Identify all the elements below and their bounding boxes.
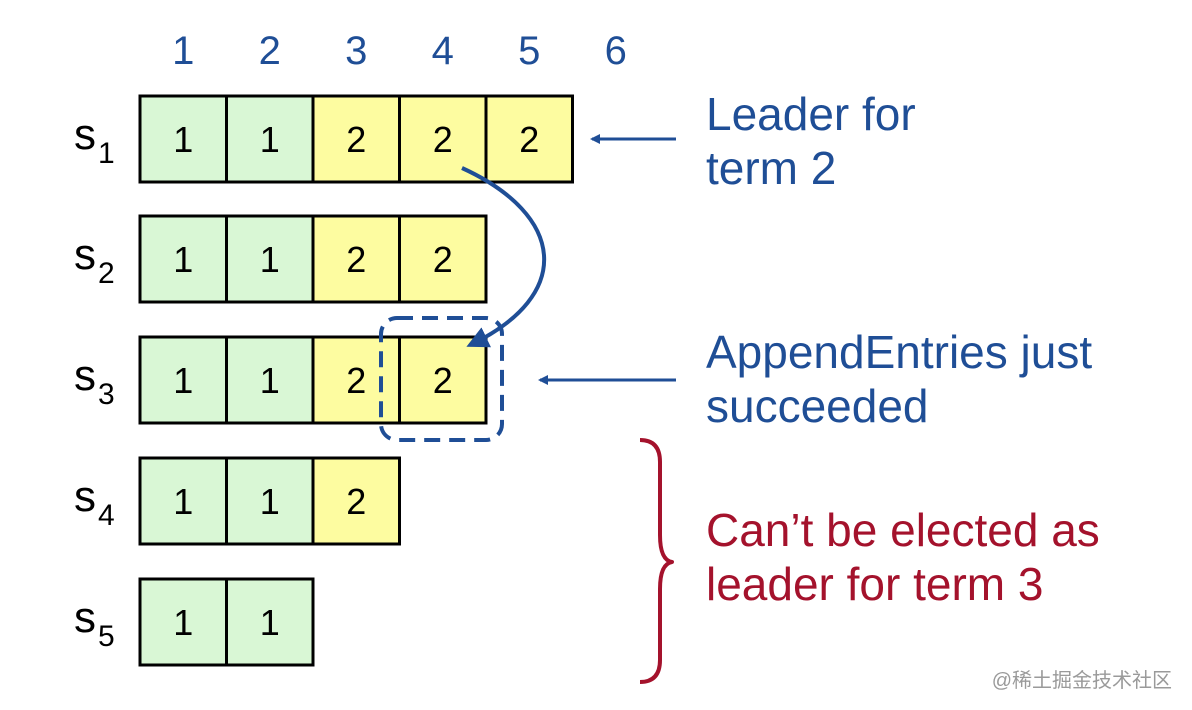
log-entry-cell xyxy=(138,94,228,184)
log-entry-term: 1 xyxy=(173,481,193,522)
log-entry-cell xyxy=(484,94,574,184)
leader-annotation-line2: term 2 xyxy=(706,142,836,194)
curly-brace xyxy=(639,438,674,684)
log-index-label: 6 xyxy=(605,29,627,73)
log-entry-term: 1 xyxy=(173,360,193,401)
log-entry-term: 1 xyxy=(173,602,193,643)
log-entry-cell xyxy=(138,335,228,425)
log-index-label: 1 xyxy=(172,29,194,73)
log-entry-term: 1 xyxy=(260,119,280,160)
log-entry-cell xyxy=(225,214,315,304)
log-entry-term: 2 xyxy=(433,360,453,401)
leader-annotation-line1: Leader for xyxy=(706,88,916,140)
log-entry-term: 1 xyxy=(173,239,193,280)
log-index-label: 4 xyxy=(432,29,454,73)
server-label: s1 xyxy=(74,110,115,170)
log-entry-term: 2 xyxy=(346,239,366,280)
server-row-s3: s3 1 1 2 2 xyxy=(74,335,488,425)
server-label: s3 xyxy=(74,351,115,411)
log-entry-term: 2 xyxy=(346,481,366,522)
server-label: s5 xyxy=(74,593,115,653)
log-entry-term: 1 xyxy=(260,239,280,280)
server-label: s4 xyxy=(74,472,115,532)
append-annotation-line2: succeeded xyxy=(706,380,929,432)
highlight-box xyxy=(379,316,504,442)
log-entry-term: 2 xyxy=(433,119,453,160)
cannot-elect-annotation-line2: leader for term 3 xyxy=(706,558,1043,610)
log-index-label: 2 xyxy=(259,29,281,73)
log-entry-cell xyxy=(225,94,315,184)
log-entry-cell xyxy=(398,335,488,425)
log-index-label: 3 xyxy=(345,29,367,73)
server-row-s1: s1 1 1 2 2 2 xyxy=(74,94,574,184)
append-annotation-line1: AppendEntries just xyxy=(706,326,1092,378)
server-row-s5: s5 1 1 xyxy=(74,577,315,667)
log-entry-term: 2 xyxy=(346,119,366,160)
server-row-s4: s4 1 1 2 xyxy=(74,456,401,546)
log-entry-cell xyxy=(311,94,401,184)
cannot-elect-annotation-line1: Can’t be elected as xyxy=(706,504,1100,556)
log-entry-term: 2 xyxy=(519,119,539,160)
log-entry-term: 1 xyxy=(173,119,193,160)
log-entry-cell xyxy=(225,577,315,667)
log-index-header: 1 2 3 4 5 6 xyxy=(172,29,627,73)
log-entry-cell xyxy=(138,214,228,304)
replication-arrow xyxy=(461,166,546,348)
log-entry-cell xyxy=(138,456,228,546)
log-entry-term: 2 xyxy=(433,239,453,280)
log-entry-cell xyxy=(398,214,488,304)
log-entry-cell xyxy=(311,335,401,425)
log-entry-term: 1 xyxy=(260,481,280,522)
log-entry-cell xyxy=(311,456,401,546)
log-entry-cell xyxy=(138,577,228,667)
watermark: @稀土掘金技术社区 xyxy=(992,669,1172,692)
log-entry-term: 1 xyxy=(260,360,280,401)
server-label: s2 xyxy=(74,230,115,290)
log-entry-cell xyxy=(311,214,401,304)
log-index-label: 5 xyxy=(518,29,540,73)
server-row-s2: s2 1 1 2 2 xyxy=(74,214,488,304)
server-logs: s1 1 1 2 2 2 s2 1 1 2 2 s3 1 1 2 2 s4 1 1 2 s5 1 1 xyxy=(74,94,574,667)
log-entry-term: 2 xyxy=(346,360,366,401)
log-entry-term: 1 xyxy=(260,602,280,643)
